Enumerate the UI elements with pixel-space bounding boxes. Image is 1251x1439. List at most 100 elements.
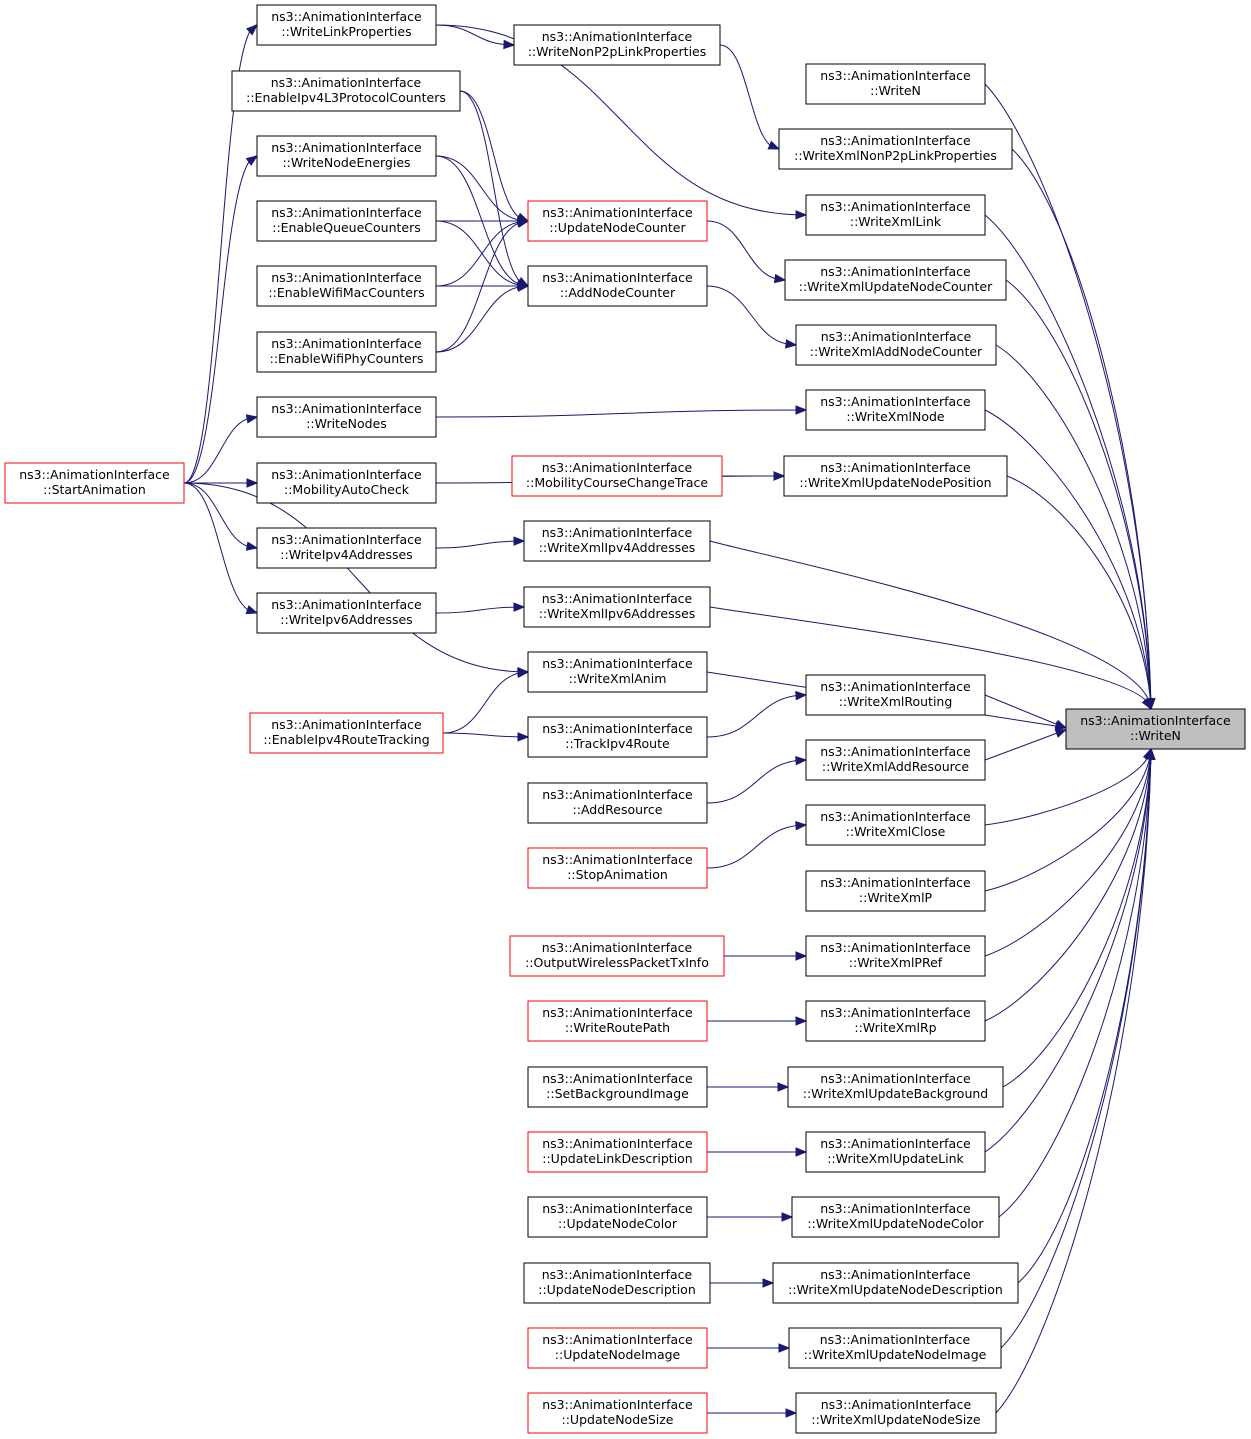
node-write-xml-upd-node-color[interactable]: ns3::AnimationInterface::WriteXmlUpdateN… [791, 1196, 1000, 1238]
node-write-xml-add-node-ctr[interactable]: ns3::AnimationInterface::WriteXmlAddNode… [795, 324, 997, 366]
node-write-xml-ipv6[interactable]: ns3::AnimationInterface::WriteXmlIpv6Add… [523, 586, 711, 628]
node-start-animation[interactable]: ns3::AnimationInterface::StartAnimation [4, 462, 185, 504]
node-add-node-counter[interactable]: ns3::AnimationInterface::AddNodeCounter [527, 265, 708, 307]
node-write-xml-rp[interactable]: ns3::AnimationInterface::WriteXmlRp [805, 1000, 986, 1042]
node-update-node-size[interactable]: ns3::AnimationInterface::UpdateNodeSize [527, 1392, 708, 1434]
arrowhead-start-animation-to-write-ipv4 [245, 541, 259, 551]
node-label-namespace: ns3::AnimationInterface [542, 1397, 693, 1412]
node-set-bg-image[interactable]: ns3::AnimationInterface::SetBackgroundIm… [527, 1066, 708, 1108]
node-mobility-auto-check[interactable]: ns3::AnimationInterface::MobilityAutoChe… [256, 462, 437, 504]
node-write-xml-upd-node-image[interactable]: ns3::AnimationInterface::WriteXmlUpdateN… [788, 1327, 1002, 1369]
node-write-xml-add-res[interactable]: ns3::AnimationInterface::WriteXmlAddReso… [805, 739, 986, 781]
arrowhead-start-animation-to-mobility-auto-check [246, 478, 259, 488]
node-write-nodes[interactable]: ns3::AnimationInterface::WriteNodes [256, 396, 437, 438]
node-label-method: ::WriteXmlRp [854, 1020, 936, 1035]
node-write-xml-close[interactable]: ns3::AnimationInterface::WriteXmlClose [805, 804, 986, 846]
edge-write-xml-p-to-write-n [984, 748, 1152, 892]
node-box [527, 716, 708, 758]
node-write-route-path[interactable]: ns3::AnimationInterface::WriteRoutePath [527, 1000, 708, 1042]
node-label-method: ::StartAnimation [43, 482, 146, 497]
node-write-xml-ipv4[interactable]: ns3::AnimationInterface::WriteXmlIpv4Add… [523, 520, 711, 562]
node-write-xml-link[interactable]: ns3::AnimationInterface::WriteXmlLink [805, 194, 986, 236]
node-label-method: ::MobilityAutoCheck [284, 482, 410, 497]
node-box [805, 1000, 986, 1042]
node-write-xml-pref[interactable]: ns3::AnimationInterface::WriteXmlPRef [805, 935, 986, 977]
node-enable-wifi-phy[interactable]: ns3::AnimationInterface::EnableWifiPhyCo… [256, 331, 437, 373]
node-write-link-props[interactable]: ns3::AnimationInterface::WriteLinkProper… [256, 4, 437, 46]
node-enable-wifi-mac[interactable]: ns3::AnimationInterface::EnableWifiMacCo… [256, 265, 437, 307]
edge-write-xml-add-res-to-write-n [984, 729, 1067, 761]
node-write-xml-upd-node-size[interactable]: ns3::AnimationInterface::WriteXmlUpdateN… [795, 1392, 997, 1434]
node-box [784, 259, 1007, 301]
node-label-namespace: ns3::AnimationInterface [271, 9, 422, 24]
arrowhead-write-nodes-to-write-xml-node [795, 405, 808, 415]
node-write-xml-upd-link[interactable]: ns3::AnimationInterface::WriteXmlUpdateL… [805, 1131, 986, 1173]
node-box [256, 200, 437, 242]
arrowhead-track-ipv4-route-to-write-xml-routing [795, 690, 808, 701]
node-write-xml-node[interactable]: ns3::AnimationInterface::WriteXmlNode [805, 389, 986, 431]
node-label-namespace: ns3::AnimationInterface [820, 940, 971, 955]
node-add-resource[interactable]: ns3::AnimationInterface::AddResource [527, 782, 708, 824]
node-update-link-desc[interactable]: ns3::AnimationInterface::UpdateLinkDescr… [527, 1131, 708, 1173]
edge-write-xml-upd-node-image-to-write-n [1000, 748, 1152, 1349]
node-mobility-course[interactable]: ns3::AnimationInterface::MobilityCourseC… [511, 455, 723, 497]
edge-start-animation-to-write-node-energies [183, 155, 258, 484]
node-label-namespace: ns3::AnimationInterface [820, 809, 971, 824]
node-update-node-counter[interactable]: ns3::AnimationInterface::UpdateNodeCount… [527, 200, 708, 242]
node-label-method: ::WriteXmlClose [846, 824, 946, 839]
node-enable-queue[interactable]: ns3::AnimationInterface::EnableQueueCoun… [256, 200, 437, 242]
node-label-namespace: ns3::AnimationInterface [271, 401, 422, 416]
node-update-node-color[interactable]: ns3::AnimationInterface::UpdateNodeColor [527, 1196, 708, 1238]
node-write-xml-upd-node-pos[interactable]: ns3::AnimationInterface::WriteXmlUpdateN… [783, 455, 1008, 497]
node-enable-ipv4-route[interactable]: ns3::AnimationInterface::EnableIpv4Route… [249, 712, 444, 754]
node-output-wireless[interactable]: ns3::AnimationInterface::OutputWirelessP… [509, 935, 725, 977]
arrowhead-write-xml-ipv6-to-write-n [1141, 697, 1152, 711]
node-label-method: ::UpdateNodeImage [555, 1347, 681, 1362]
node-label-method: ::StopAnimation [567, 867, 668, 882]
node-write-xml-upd-node-ctr[interactable]: ns3::AnimationInterface::WriteXmlUpdateN… [784, 259, 1007, 301]
node-write-xml-upd-bg[interactable]: ns3::AnimationInterface::WriteXmlUpdateB… [787, 1066, 1004, 1108]
node-update-node-desc[interactable]: ns3::AnimationInterface::UpdateNodeDescr… [523, 1262, 711, 1304]
node-stop-animation[interactable]: ns3::AnimationInterface::StopAnimation [527, 847, 708, 889]
node-write-node-energies[interactable]: ns3::AnimationInterface::WriteNodeEnergi… [256, 135, 437, 177]
node-label-namespace: ns3::AnimationInterface [271, 467, 422, 482]
node-label-namespace: ns3::AnimationInterface [271, 75, 422, 90]
node-write-xml-non-p2p[interactable]: ns3::AnimationInterface::WriteXmlNonP2pL… [778, 128, 1013, 170]
node-label-namespace: ns3::AnimationInterface [542, 1201, 693, 1216]
node-label-namespace: ns3::AnimationInterface [820, 133, 971, 148]
node-box [231, 70, 461, 112]
node-label-method: ::WriteXmlUpdateNodePosition [799, 475, 991, 490]
node-label-method: ::UpdateNodeDescription [538, 1282, 696, 1297]
node-write-xml-p[interactable]: ns3::AnimationInterface::WriteXmlP [805, 870, 986, 912]
arrowhead-write-route-path-to-write-xml-rp [795, 1016, 808, 1026]
node-box [527, 200, 708, 242]
edge-write-node-energies-to-add-node-counter [435, 155, 529, 287]
node-label-namespace: ns3::AnimationInterface [542, 460, 693, 475]
node-label-namespace: ns3::AnimationInterface [820, 1332, 971, 1347]
node-write-n-dup[interactable]: ns3::AnimationInterface::WriteN [805, 63, 986, 105]
node-label-namespace: ns3::AnimationInterface [820, 744, 971, 759]
node-update-node-image[interactable]: ns3::AnimationInterface::UpdateNodeImage [527, 1327, 708, 1369]
node-label-method: ::WriteXmlIpv4Addresses [539, 540, 696, 555]
node-label-namespace: ns3::AnimationInterface [542, 1136, 693, 1151]
node-write-xml-upd-node-desc[interactable]: ns3::AnimationInterface::WriteXmlUpdateN… [772, 1262, 1019, 1304]
edge-enable-wifi-phy-to-add-node-counter [435, 285, 529, 353]
edge-add-resource-to-write-xml-add-res [706, 759, 807, 804]
node-label-namespace: ns3::AnimationInterface [542, 656, 693, 671]
node-write-xml-routing[interactable]: ns3::AnimationInterface::WriteXmlRouting [805, 674, 986, 716]
node-write-ipv6[interactable]: ns3::AnimationInterface::WriteIpv6Addres… [256, 592, 437, 634]
node-label-method: ::WriteXmlP [859, 890, 933, 905]
node-box [805, 674, 986, 716]
node-label-method: ::EnableIpv4L3ProtocolCounters [246, 90, 446, 105]
edge-write-xml-upd-node-color-to-write-n [998, 748, 1152, 1218]
node-box [256, 265, 437, 307]
node-write-xml-anim[interactable]: ns3::AnimationInterface::WriteXmlAnim [527, 651, 708, 693]
node-label-method: ::WriteXmlRouting [839, 694, 953, 709]
node-enable-ipv4-l3[interactable]: ns3::AnimationInterface::EnableIpv4L3Pro… [231, 70, 461, 112]
node-track-ipv4-route[interactable]: ns3::AnimationInterface::TrackIpv4Route [527, 716, 708, 758]
node-write-ipv4[interactable]: ns3::AnimationInterface::WriteIpv4Addres… [256, 527, 437, 569]
node-box [805, 739, 986, 781]
node-label-method: ::WriteXmlNonP2pLinkProperties [794, 148, 997, 163]
node-write-non-p2p[interactable]: ns3::AnimationInterface::WriteNonP2pLink… [513, 24, 721, 66]
arrowhead-output-wireless-to-write-xml-pref [795, 951, 808, 961]
